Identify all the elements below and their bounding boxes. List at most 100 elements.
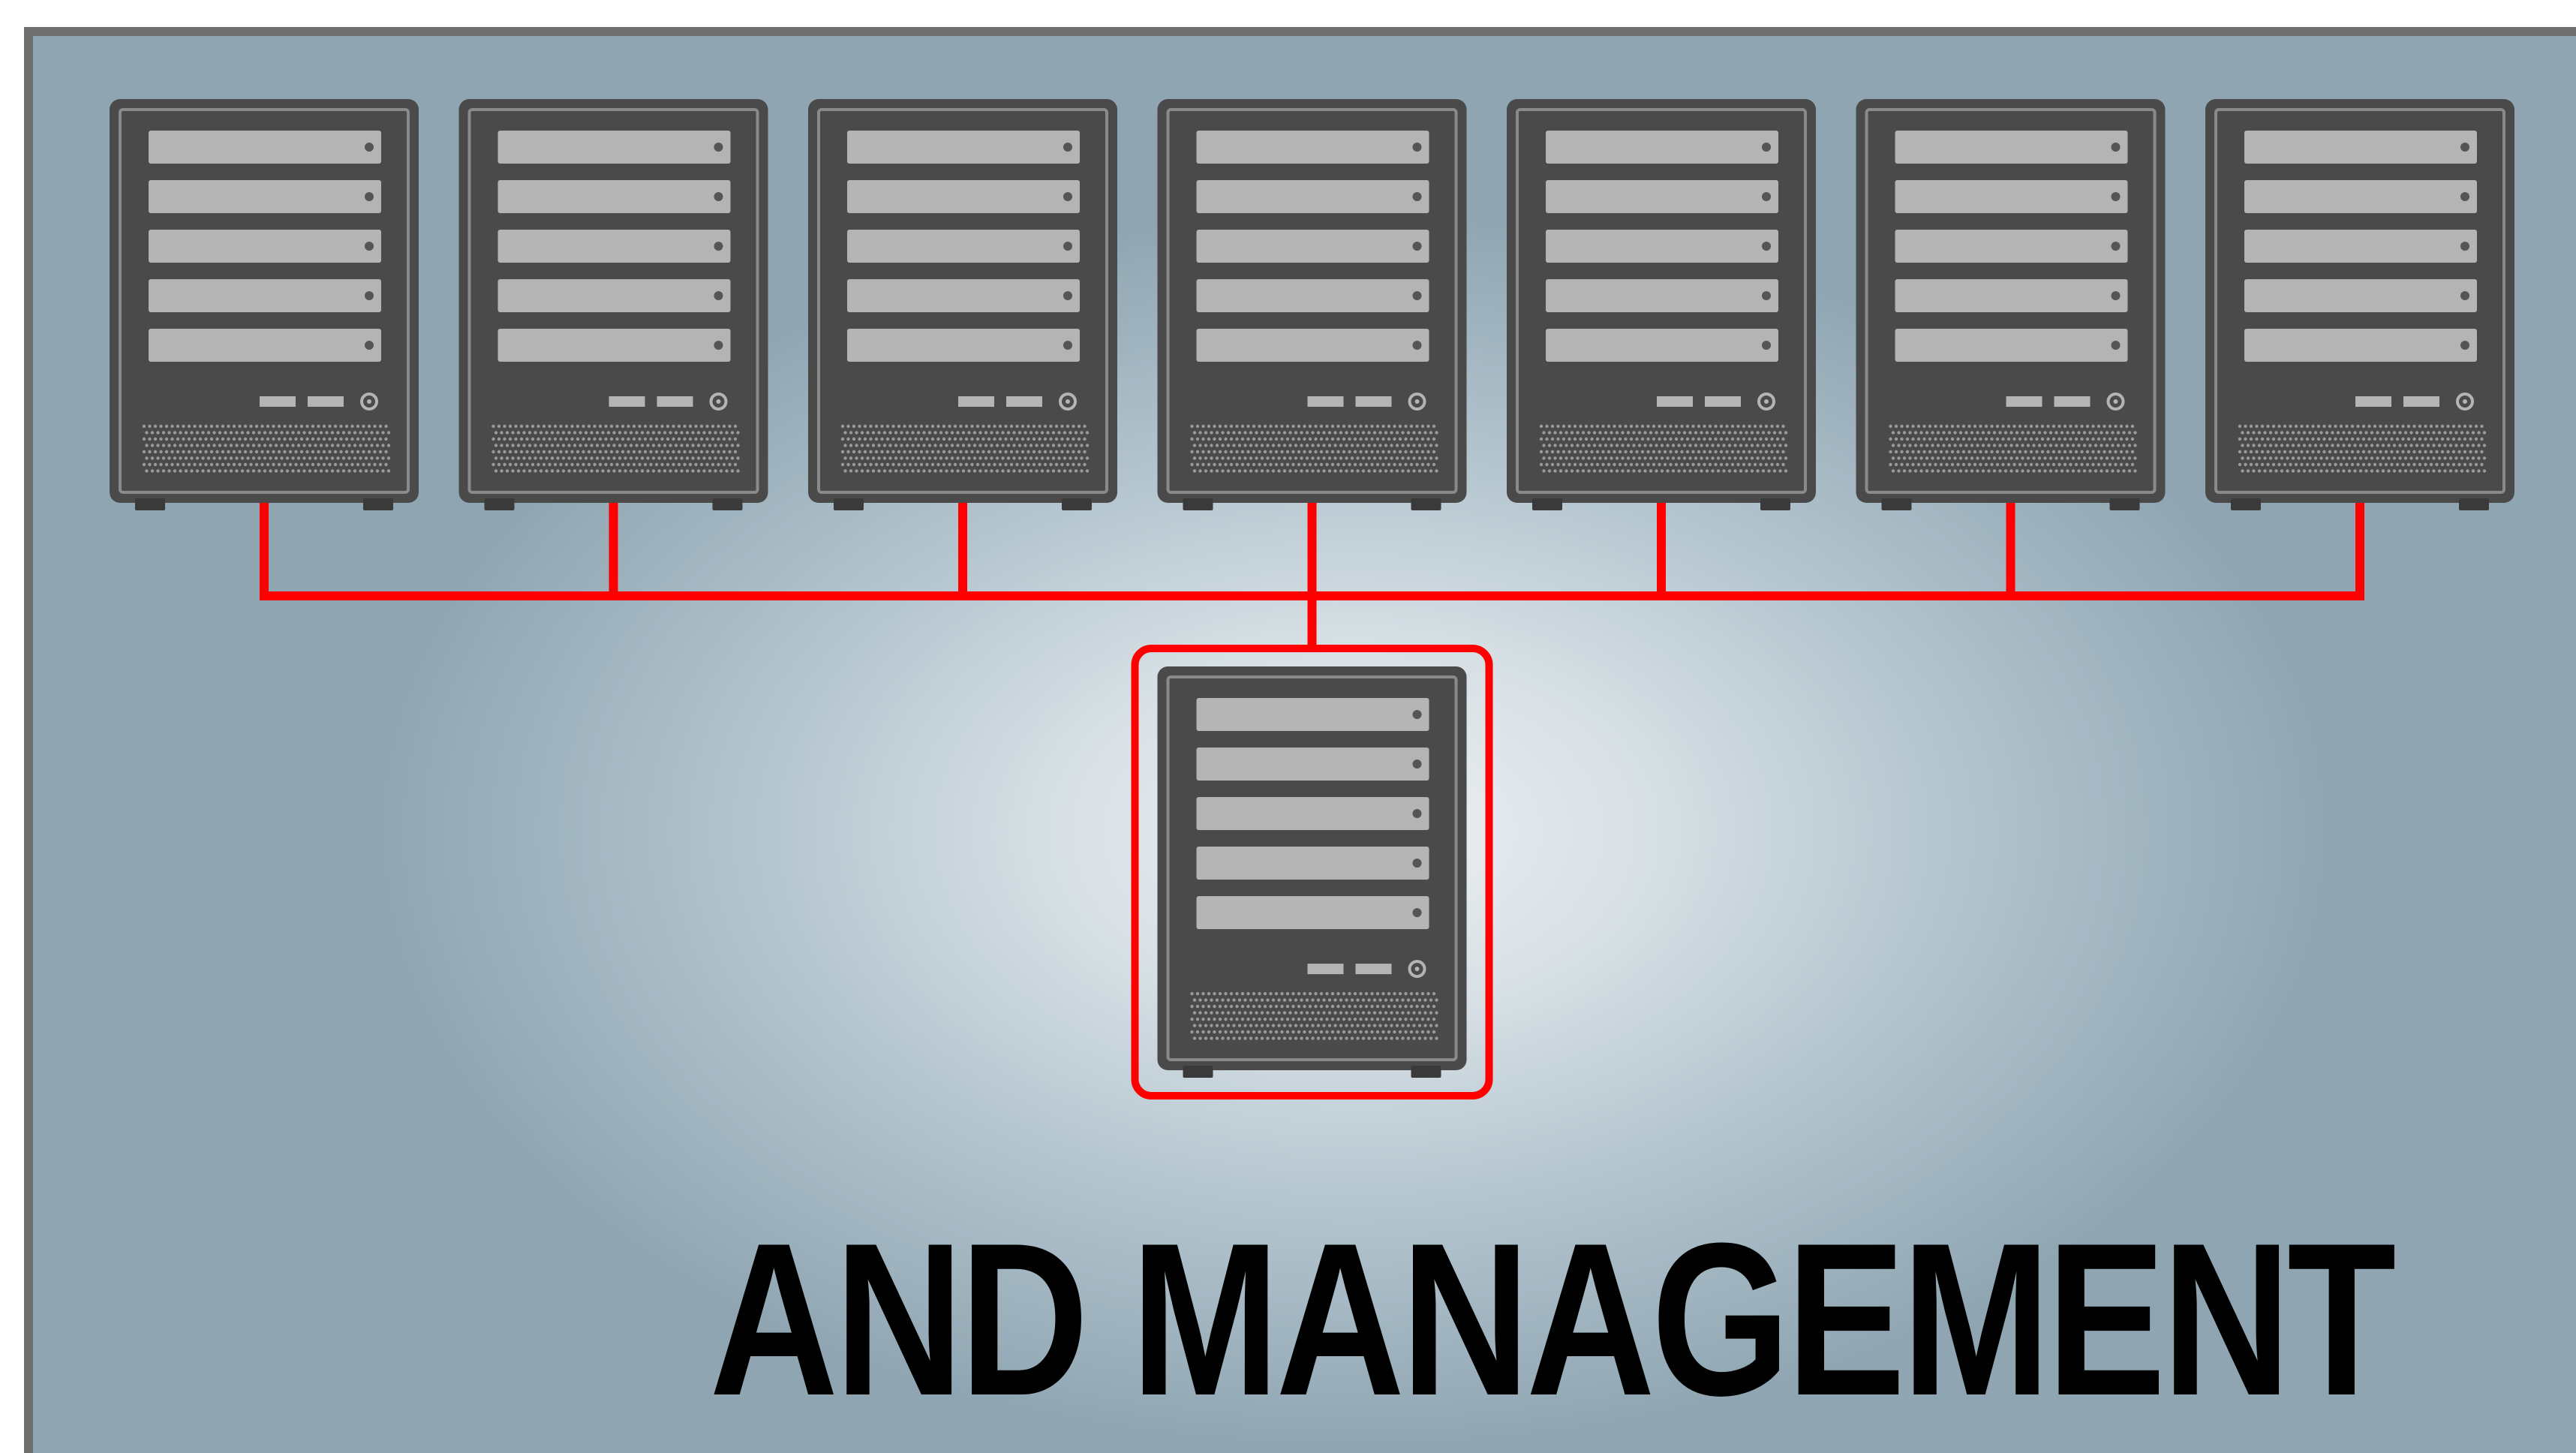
server-icon bbox=[808, 99, 1117, 510]
status-light bbox=[2355, 396, 2391, 407]
drive-bay bbox=[1196, 279, 1429, 312]
drive-led-icon bbox=[1762, 242, 1771, 251]
power-button-icon bbox=[360, 393, 378, 411]
drive-led-icon bbox=[2460, 192, 2469, 201]
drive-led-icon bbox=[2111, 143, 2121, 152]
server-icon bbox=[458, 99, 768, 510]
drive-bay bbox=[1196, 847, 1429, 880]
drive-led-icon bbox=[1063, 143, 1072, 152]
vent-grille bbox=[142, 424, 391, 473]
server-foot bbox=[484, 498, 515, 510]
server-foot bbox=[834, 498, 864, 510]
status-light bbox=[1657, 396, 1693, 407]
server-panel-outline bbox=[1516, 108, 1807, 494]
drive-led-icon bbox=[2460, 291, 2469, 300]
drive-led-icon bbox=[2460, 341, 2469, 350]
server-panel-outline bbox=[1166, 108, 1458, 494]
drive-bay bbox=[1196, 748, 1429, 781]
drive-led-icon bbox=[365, 341, 374, 350]
server-foot bbox=[363, 498, 393, 510]
drive-bay bbox=[1196, 131, 1429, 164]
power-button-dot bbox=[1764, 399, 1769, 404]
status-light bbox=[260, 396, 296, 407]
power-button-dot bbox=[1066, 399, 1070, 404]
diagram-frame: AND MANAGEMENT bbox=[24, 27, 2576, 1453]
drive-led-icon bbox=[1412, 859, 1422, 868]
drive-bay bbox=[847, 180, 1080, 213]
power-button-dot bbox=[367, 399, 371, 404]
server-foot bbox=[2109, 498, 2140, 510]
drive-led-icon bbox=[365, 143, 374, 152]
hub-server-icon bbox=[1157, 666, 1467, 1078]
drive-bay bbox=[149, 131, 381, 164]
hub-server-group bbox=[1131, 645, 1493, 1100]
vent-grille bbox=[491, 424, 740, 473]
status-light bbox=[958, 396, 994, 407]
server-foot bbox=[2459, 498, 2489, 510]
drive-bay bbox=[2244, 329, 2477, 362]
drive-bay bbox=[1895, 180, 2128, 213]
drive-led-icon bbox=[714, 291, 723, 300]
drive-led-icon bbox=[365, 192, 374, 201]
status-light bbox=[2054, 396, 2091, 407]
vent-grille bbox=[1539, 424, 1788, 473]
drive-bay bbox=[847, 279, 1080, 312]
drive-bay bbox=[1196, 797, 1429, 830]
drive-led-icon bbox=[2460, 242, 2469, 251]
drive-led-icon bbox=[1063, 242, 1072, 251]
drive-bay bbox=[1895, 329, 2128, 362]
drive-led-icon bbox=[365, 291, 374, 300]
server-panel-outline bbox=[119, 108, 410, 494]
status-light bbox=[1355, 964, 1392, 974]
drive-bay bbox=[847, 131, 1080, 164]
server-foot bbox=[135, 498, 165, 510]
status-light bbox=[2006, 396, 2042, 407]
drive-led-icon bbox=[1412, 192, 1422, 201]
drive-led-icon bbox=[714, 143, 723, 152]
drive-bay bbox=[2244, 180, 2477, 213]
vent-grille bbox=[1190, 424, 1438, 473]
server-foot bbox=[2231, 498, 2261, 510]
drive-bay bbox=[1895, 230, 2128, 263]
network-diagram bbox=[110, 99, 2514, 1100]
status-light bbox=[1006, 396, 1042, 407]
drive-led-icon bbox=[714, 242, 723, 251]
status-light bbox=[1355, 396, 1392, 407]
drive-led-icon bbox=[1063, 192, 1072, 201]
drive-bay bbox=[497, 131, 731, 164]
drive-led-icon bbox=[2111, 192, 2121, 201]
drive-led-icon bbox=[1412, 143, 1422, 152]
power-button-dot bbox=[1414, 399, 1420, 404]
server-panel-outline bbox=[2214, 108, 2505, 494]
drive-bay bbox=[149, 180, 381, 213]
server-panel-outline bbox=[817, 108, 1108, 494]
server-foot bbox=[1881, 498, 1912, 510]
drive-bay bbox=[497, 180, 731, 213]
server-foot bbox=[1532, 498, 1562, 510]
drive-bay bbox=[1895, 279, 2128, 312]
server-foot bbox=[1411, 498, 1441, 510]
status-light bbox=[1307, 964, 1344, 974]
server-foot bbox=[1183, 1066, 1213, 1078]
drive-led-icon bbox=[1063, 341, 1072, 350]
drive-led-icon bbox=[1762, 192, 1771, 201]
server-icon bbox=[1507, 99, 1816, 510]
drive-led-icon bbox=[1762, 143, 1771, 152]
drive-led-icon bbox=[714, 192, 723, 201]
drive-bay bbox=[497, 329, 731, 362]
drive-bay bbox=[1546, 131, 1778, 164]
drive-bay bbox=[1196, 698, 1429, 731]
drive-bay bbox=[1546, 329, 1778, 362]
server-foot bbox=[1760, 498, 1790, 510]
drive-bay bbox=[1546, 279, 1778, 312]
network-connectors bbox=[260, 503, 2364, 648]
power-button-dot bbox=[2113, 399, 2118, 404]
drive-led-icon bbox=[1412, 341, 1422, 350]
drive-led-icon bbox=[1412, 809, 1422, 818]
drive-bay bbox=[2244, 230, 2477, 263]
vent-grille bbox=[2238, 424, 2487, 473]
server-panel-outline bbox=[1166, 675, 1458, 1061]
power-button-icon bbox=[709, 393, 728, 411]
power-button-dot bbox=[2463, 399, 2467, 404]
drive-led-icon bbox=[1063, 291, 1072, 300]
